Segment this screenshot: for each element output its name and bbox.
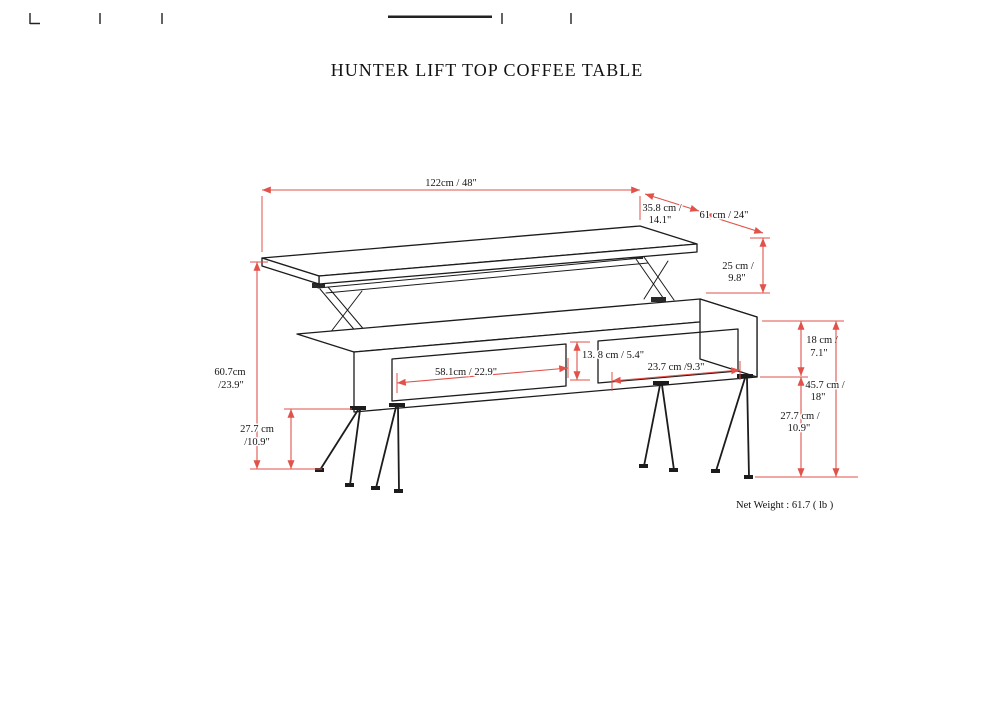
dim-shelf-opening-height: 13. 8 cm / 5.4" (570, 341, 646, 381)
dim-label-shelf-opening-height: 13. 8 cm / 5.4" (582, 350, 644, 361)
table-base (296, 298, 758, 413)
dim-label-left-leg-height-1: 27.7 cm (240, 424, 274, 435)
coffee-table-drawing (261, 225, 758, 493)
dim-base-height: 18 cm / 7.1" (760, 320, 844, 378)
net-weight-note: Net Weight : 61.7 ( lb ) (736, 500, 834, 511)
dim-overall-height: 60.7cm /23.9" (213, 261, 322, 470)
dim-label-base-height-1: 18 cm / (806, 335, 838, 346)
cropped-table-artifacts (29, 13, 572, 25)
leg-feet (315, 464, 753, 493)
hinge-bracket (651, 297, 666, 302)
dim-right-shelf-width: 23.7 cm /9.3" (611, 361, 741, 391)
dim-table-depth: 61 cm / 24" (698, 209, 764, 234)
dim-lift-height: 25 cm / 9.8" (706, 237, 770, 294)
dim-label-top-width: 122cm / 48" (425, 178, 477, 189)
left-shelf-opening (391, 343, 567, 402)
dim-left-leg-height: 27.7 cm /10.9" (239, 408, 352, 469)
dim-label-top-depth-2: 14.1" (649, 215, 672, 226)
dimension-annotations: 122cm / 48" 35.8 cm / 14.1" 61 cm / 24" … (213, 177, 858, 478)
dim-label-overall-height-1: 60.7cm (214, 367, 245, 378)
dim-label-lift-height-1: 25 cm / (722, 261, 754, 272)
dim-label-right-shelf-width: 23.7 cm /9.3" (648, 362, 705, 373)
dim-label-top-depth-1: 35.8 cm / (642, 203, 681, 214)
dim-label-table-depth: 61 cm / 24" (700, 210, 749, 221)
dim-label-lift-height-2: 9.8" (728, 273, 745, 284)
dim-label-height-to-base-top-2: 18" (811, 392, 826, 403)
leg-front-right (715, 377, 750, 478)
dim-label-overall-height-2: /23.9" (218, 380, 244, 391)
dim-height-to-base-top: 45.7 cm / 18" (755, 321, 858, 478)
dim-label-base-height-2: 7.1" (810, 348, 827, 359)
leg-rear-left (375, 406, 400, 492)
dim-top-width: 122cm / 48" (261, 177, 641, 252)
page-title: HUNTER LIFT TOP COFFEE TABLE (331, 60, 644, 80)
dim-top-depth: 35.8 cm / 14.1" (641, 193, 700, 228)
dim-label-left-shelf-width: 58.1cm / 22.9" (435, 367, 497, 378)
dim-left-shelf-width: 58.1cm / 22.9" (396, 358, 569, 393)
hinge-bracket (312, 283, 325, 288)
dim-label-height-to-base-top-1: 45.7 cm / (805, 380, 844, 391)
leg-rear-right (643, 384, 675, 471)
leg-front-left (319, 409, 361, 486)
lift-top-slab (261, 225, 698, 285)
dim-label-right-leg-height-2: 10.9" (788, 423, 811, 434)
dim-label-right-leg-height-1: 27.7 cm / (780, 411, 819, 422)
dim-right-leg-height: 27.7 cm / 10.9" (779, 377, 821, 477)
dim-label-left-leg-height-2: /10.9" (244, 437, 270, 448)
